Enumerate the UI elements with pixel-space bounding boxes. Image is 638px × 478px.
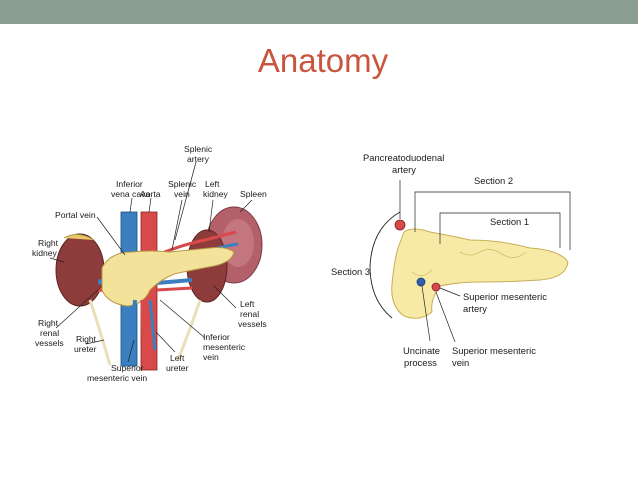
right-pancreas-figure: Pancreatoduodenal artery Section 2 Secti… [331, 152, 571, 368]
label-splenic-artery: Splenic artery [184, 144, 215, 164]
right-kidney-shape [55, 233, 105, 307]
label-pancreatoduodenal-artery: Pancreatoduodenal artery [363, 152, 447, 175]
label-superior-mesenteric-vein-right: Superior mesenteric vein [452, 345, 539, 368]
label-section-3: Section 3 [331, 266, 370, 277]
label-superior-mesenteric-artery: Superior mesenteric artery [463, 291, 550, 314]
label-aorta: Aorta [140, 189, 161, 199]
pancreatoduodenal-artery-dot [394, 219, 406, 231]
label-right-ureter: Right ureter [74, 334, 98, 354]
label-superior-mesenteric-vein: Superior mesenteric vein [87, 363, 147, 383]
label-inferior-vena-cava: Inferior vena cava [111, 179, 150, 199]
top-accent-bar [0, 0, 638, 24]
pancreas-shape [101, 247, 235, 307]
label-splenic-vein: Splenic vein [168, 179, 199, 199]
label-section-1: Section 1 [490, 216, 529, 227]
left-anatomy-figure: Splenic artery Inferior vena cava Aorta … [32, 144, 267, 383]
label-uncinate-process: Uncinate process [403, 345, 443, 368]
label-right-kidney: Right kidney [32, 238, 60, 258]
label-inferior-mesenteric-vein: Inferior mesenteric vein [203, 332, 247, 362]
label-portal-vein: Portal vein [55, 210, 96, 220]
sma-dot [431, 282, 441, 292]
label-spleen: Spleen [240, 189, 267, 199]
label-left-renal-vessels: Left renal vessels [238, 299, 267, 329]
pancreas-sections-shape [391, 228, 569, 319]
label-left-ureter: Left ureter [166, 353, 189, 373]
smv-dot [416, 277, 426, 287]
label-section-2: Section 2 [474, 175, 513, 186]
label-left-kidney: Left kidney [203, 179, 229, 199]
label-right-renal-vessels: Right renal vessels [35, 318, 64, 348]
slide-title: Anatomy [257, 42, 389, 79]
